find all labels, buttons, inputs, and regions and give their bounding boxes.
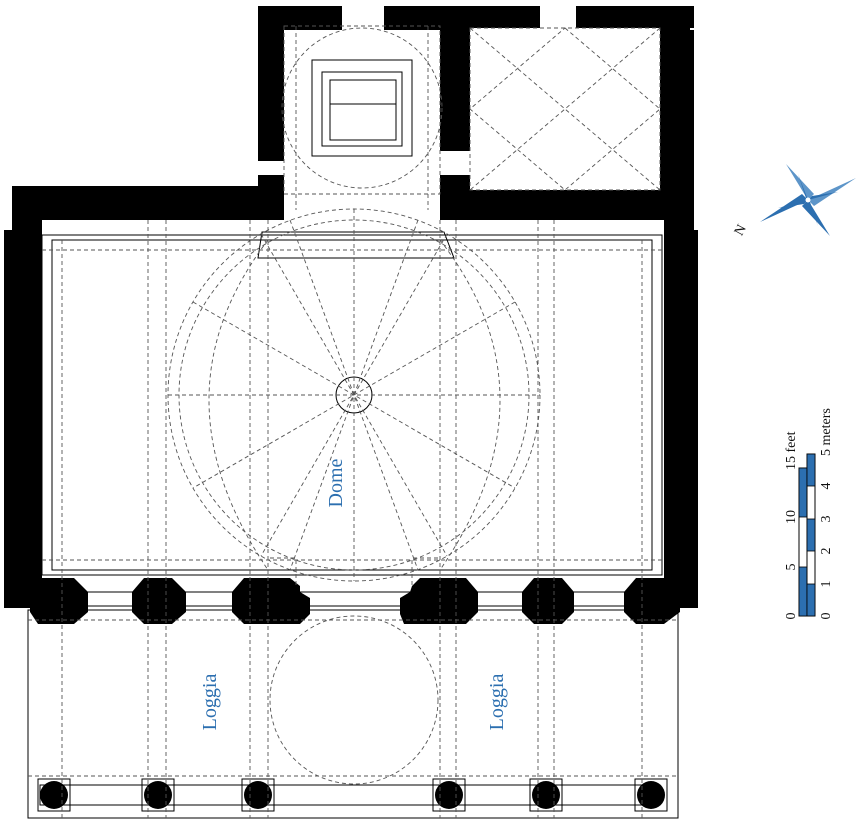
tower-square-outer	[311, 59, 413, 157]
walls	[4, 6, 698, 809]
loggia-column-base-2	[141, 778, 175, 812]
pier-1	[30, 578, 88, 624]
loggia-column-base-3	[241, 778, 275, 812]
scale-meters-tick-2: 2	[819, 548, 834, 555]
scale-feet-tick-5: 5	[784, 564, 799, 571]
tower-left-west-wall	[258, 6, 284, 161]
scale-feet-tick-10: 10	[784, 510, 799, 524]
loggia-outline	[27, 609, 679, 819]
scale-meters-tick-1: 1	[819, 581, 834, 588]
hall-west-wall-edge	[4, 230, 16, 590]
compass-rose	[760, 164, 856, 236]
tower-right-north-wall-a	[440, 6, 540, 28]
tower-square-core	[329, 79, 397, 141]
arch-west	[208, 239, 269, 571]
loggia-column-2	[144, 781, 172, 809]
loggia-column-6	[637, 781, 665, 809]
scale-meters-seg-5	[806, 583, 816, 617]
pier-3	[232, 578, 310, 624]
scale-feet-seg-1	[798, 467, 808, 518]
compass-north-label: N	[732, 222, 750, 238]
hall-east-wall-edge	[690, 230, 698, 600]
dome-label: Dome	[325, 458, 347, 507]
compass-point-e	[802, 200, 830, 236]
scale-meters-tick-5: 5 meters	[819, 408, 834, 456]
tower-dome-circle	[281, 27, 443, 189]
hall-inner-outline-2	[51, 239, 653, 571]
scale-meters-tick-4: 4	[819, 483, 834, 490]
rib-7	[289, 219, 419, 571]
tower-right-east-wall	[660, 6, 690, 196]
loggia-column-5	[532, 781, 560, 809]
compass-center	[805, 197, 811, 203]
loggia-right-label: Loggia	[486, 674, 508, 731]
scale-meters-seg-3	[806, 518, 816, 552]
hall-east-wall	[664, 190, 694, 606]
compass-point-ne	[808, 192, 838, 200]
compass-point-n	[760, 194, 808, 222]
compass-point-w	[786, 164, 814, 200]
loggia-bay-west	[270, 557, 297, 586]
pier-2	[132, 578, 186, 624]
hall-west-wall	[12, 186, 42, 606]
loggia-column-1	[40, 781, 68, 809]
compass-point-s	[808, 178, 856, 206]
loggia-left-label: Loggia	[199, 674, 221, 731]
pier-6	[624, 578, 680, 624]
scale-meters-seg-1	[806, 453, 816, 487]
tower-right-south-wall	[440, 190, 690, 220]
loggia-column-base-4	[432, 778, 466, 812]
tower-divider-wall	[440, 6, 470, 151]
side-room-diamond-3	[469, 27, 661, 191]
loggia-column-base-5	[529, 778, 563, 812]
tower-left-pier-se	[440, 175, 470, 220]
loggia-front-beam	[39, 784, 661, 806]
altar-step	[257, 231, 455, 259]
dashed-lines	[28, 25, 678, 818]
rib-8	[289, 219, 419, 571]
loggia-column-base-1	[37, 778, 71, 812]
loggia-column-3	[244, 781, 272, 809]
scale-meters-tick-3: 3	[819, 516, 834, 523]
scale-feet-seg-3	[798, 566, 808, 617]
tower-dome-square	[283, 25, 441, 195]
hall-north-wall	[12, 186, 284, 220]
loggia-back-beam	[35, 591, 677, 607]
loggia-column-base-6	[634, 778, 668, 812]
loggia-dome-circle	[269, 615, 439, 785]
tower-square-inner	[321, 71, 403, 147]
compass-point-se	[808, 200, 818, 226]
scale-feet-tick-15: 15 feet	[784, 431, 799, 470]
loggia-bay-east	[411, 557, 438, 586]
pier-4	[400, 578, 478, 624]
compass-point-sw	[778, 200, 808, 208]
pier-5	[522, 578, 574, 624]
rib-6	[192, 301, 516, 489]
scale-bar: 0 5 10 15 feet 0 1 2 3 4 5 meters	[784, 408, 834, 619]
scale-feet-tick-0: 0	[784, 613, 799, 620]
tower-east-edge	[686, 30, 694, 190]
arch-east	[439, 239, 501, 571]
hall-inner-outline	[41, 234, 663, 576]
compass-point-nw	[798, 174, 808, 200]
outlines	[27, 59, 679, 819]
scale-meters-tick-0: 0	[819, 613, 834, 620]
